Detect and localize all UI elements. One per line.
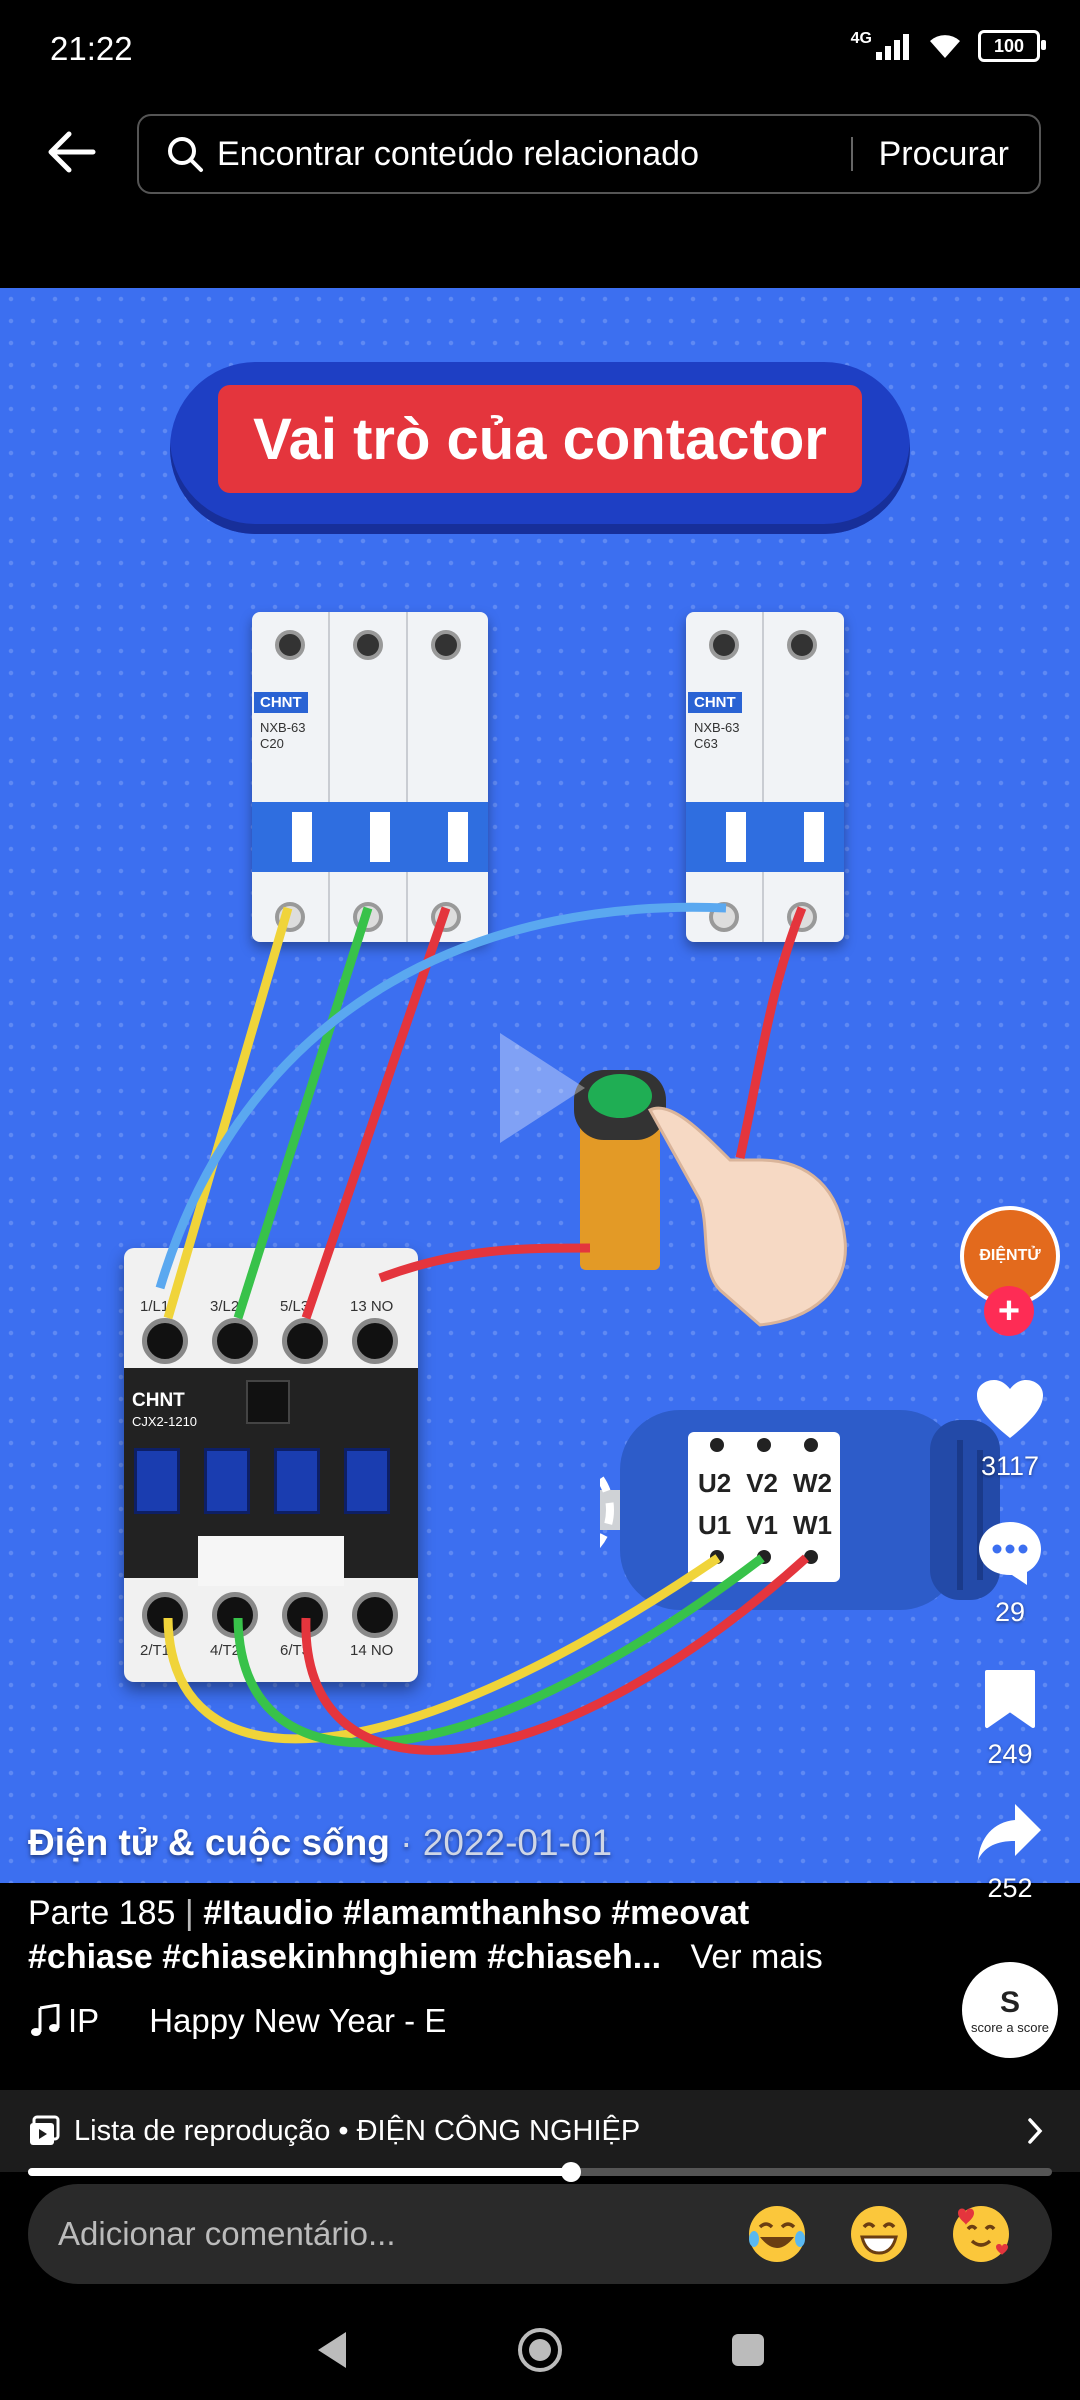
follow-button[interactable]: + <box>984 1286 1034 1336</box>
laugh-crying-emoji-icon[interactable] <box>746 2203 808 2265</box>
wifi-icon <box>930 35 960 58</box>
chevron-right-icon <box>1028 2118 1043 2144</box>
grin-emoji-icon[interactable] <box>848 2203 910 2265</box>
post-date: · 2022-01-01 <box>389 1822 613 1863</box>
wiring <box>155 902 810 1755</box>
play-icon[interactable] <box>490 1028 590 1148</box>
comment-button[interactable]: 29 <box>960 1518 1060 1628</box>
contactor-bottom-label: 2/T1 <box>140 1642 171 1659</box>
system-nav-bar <box>0 2300 1080 2400</box>
search-icon <box>168 137 203 172</box>
author-name[interactable]: Điện tử & cuộc sống <box>28 1822 390 1863</box>
breaker-brand: CHNT <box>688 692 742 713</box>
motor-terminal-label: W1 <box>793 1510 832 1540</box>
breaker-model: NXB-63 <box>694 720 740 735</box>
search-button[interactable]: Procurar <box>878 134 1009 173</box>
music-artist: IP <box>68 2002 100 2039</box>
motor-terminal-label: U2 <box>698 1468 732 1498</box>
battery-level: 100 <box>993 35 1025 56</box>
motor-terminal-label: W2 <box>793 1468 832 1498</box>
comment-input[interactable]: Adicionar comentário... <box>58 2215 396 2252</box>
like-count: 3117 <box>980 1451 1040 1481</box>
nav-recents-icon[interactable] <box>728 2330 768 2370</box>
music-row[interactable]: IP Happy New Year - E <box>28 2002 446 2040</box>
see-more-link[interactable]: Ver mais <box>690 1938 823 1976</box>
hand-icon <box>647 1106 847 1327</box>
plus-icon: + <box>997 1289 1021 1332</box>
video-title: Vai trò của contactor <box>218 385 862 493</box>
save-button[interactable]: 249 <box>960 1668 1060 1770</box>
playlist-icon <box>30 2115 60 2145</box>
network-label: 4G <box>850 30 872 47</box>
motor-terminal-label: V1 <box>746 1510 779 1540</box>
disc-logo: S <box>999 1985 1020 2019</box>
music-track: Happy New Year - E <box>149 2002 447 2039</box>
contactor-top-label: 3/L2 <box>210 1298 240 1315</box>
arrow-left-icon <box>48 131 96 173</box>
save-count: 249 <box>987 1739 1033 1769</box>
comment-count: 29 <box>994 1597 1026 1627</box>
playlist-bar[interactable]: Lista de reprodução • ĐIỆN CÔNG NGHIỆP <box>0 2090 1080 2172</box>
avatar-text: ĐIỆNTỬ <box>979 1247 1041 1264</box>
caption-part: Parte 185 <box>28 1894 176 1932</box>
motor-terminal-label: V2 <box>746 1468 779 1498</box>
like-button[interactable]: 3117 <box>960 1378 1060 1482</box>
disc-text: score a score <box>970 2019 1050 2035</box>
contactor-bottom-label: 4/T2 <box>210 1642 241 1659</box>
breaker-rating: C63 <box>694 736 718 751</box>
contactor-model: CJX2-1210 <box>132 1414 198 1429</box>
comment-icon <box>979 1522 1041 1585</box>
push-button <box>574 1070 666 1270</box>
caption-hashtags[interactable]: #chiase #chiasekinhnghiem #chiaseh... <box>28 1938 662 1976</box>
contactor-bottom-label: 14 NO <box>350 1642 394 1659</box>
status-icons: 4G 100 <box>850 30 1046 62</box>
bookmark-icon <box>985 1670 1035 1728</box>
smiling-hearts-emoji-icon[interactable] <box>950 2203 1012 2265</box>
contactor: 1/L1 3/L2 5/L3 13 NO CHNT CJX2-1210 2/T1… <box>124 1248 418 1682</box>
search-divider <box>850 137 853 171</box>
caption-line: #chiase #chiasekinhnghiem #chiaseh... Ve… <box>28 1938 908 1977</box>
progress-handle[interactable] <box>561 2162 581 2182</box>
signal-icon <box>876 34 909 60</box>
circuit-breaker-3pole: CHNT NXB-63 C20 <box>252 612 488 942</box>
contactor-brand: CHNT <box>132 1390 185 1411</box>
heart-icon <box>977 1380 1043 1438</box>
author-line[interactable]: Điện tử & cuộc sống · 2022-01-01 <box>28 1822 612 1864</box>
breaker-model: NXB-63 <box>260 720 306 735</box>
contactor-top-label: 1/L1 <box>140 1298 170 1315</box>
playlist-label: Lista de reprodução • ĐIỆN CÔNG NGHIỆP <box>74 2114 641 2147</box>
search-input[interactable]: Encontrar conteúdo relacionado <box>217 134 699 173</box>
motor-terminal-label: U1 <box>698 1510 732 1540</box>
contactor-top-label: 13 NO <box>350 1298 394 1315</box>
contactor-top-label: 5/L3 <box>280 1298 310 1315</box>
breaker-rating: C20 <box>260 736 284 751</box>
music-disc[interactable]: S score a score <box>962 1962 1058 2058</box>
caption-line: Parte 185 | #Itaudio #lamamthanhso #meov… <box>28 1894 749 1933</box>
comment-bar[interactable]: Adicionar comentário... <box>28 2184 1052 2284</box>
share-icon <box>978 1804 1041 1860</box>
share-count: 252 <box>987 1873 1033 1903</box>
progress-fill <box>28 2168 571 2176</box>
status-time: 21:22 <box>50 30 133 67</box>
search-box[interactable]: Encontrar conteúdo relacionado Procurar <box>137 114 1041 194</box>
share-button[interactable]: 252 <box>960 1800 1060 1904</box>
caption-separator: | <box>175 1894 204 1932</box>
battery-icon: 100 <box>978 30 1046 62</box>
back-button[interactable] <box>40 120 104 184</box>
music-note-icon <box>31 2004 60 2036</box>
caption-hashtags[interactable]: #Itaudio #lamamthanhso #meovat <box>203 1894 750 1932</box>
circuit-breaker-2pole: CHNT NXB-63 C63 <box>686 612 844 942</box>
breaker-brand: CHNT <box>254 692 308 713</box>
nav-back-icon[interactable] <box>312 2328 352 2372</box>
nav-home-icon[interactable] <box>516 2326 564 2374</box>
